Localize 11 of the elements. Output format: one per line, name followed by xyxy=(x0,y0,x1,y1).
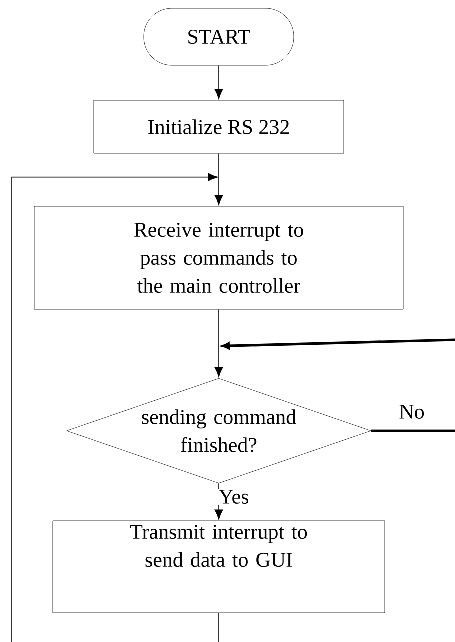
process-box: Initialize RS 232 xyxy=(94,100,344,154)
arrow xyxy=(12,173,218,642)
process-box: Transmit interrupt to send data to GUI xyxy=(52,520,386,614)
process-box: Receive interrupt to pass commands to the main controller xyxy=(34,206,404,310)
edge-label: No xyxy=(398,404,426,420)
arrow xyxy=(214,65,224,100)
arrow xyxy=(214,153,224,206)
edge-label: Yes xyxy=(218,489,250,505)
arrow xyxy=(222,338,455,350)
arrow xyxy=(214,309,224,378)
start-terminal: START xyxy=(144,8,294,66)
